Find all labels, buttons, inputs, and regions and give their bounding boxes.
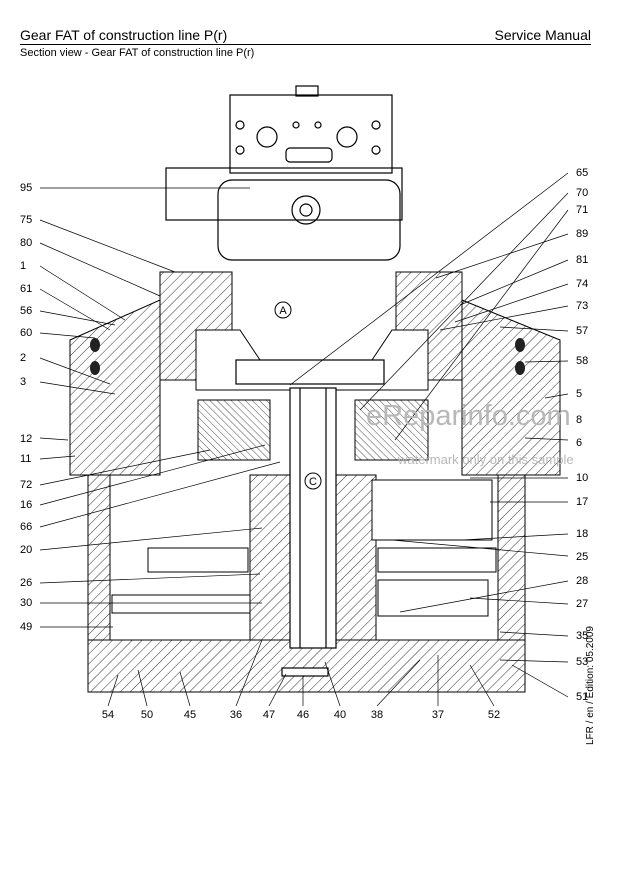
part-label: 10	[576, 472, 588, 484]
part-label: 17	[576, 496, 588, 508]
part-label: 26	[20, 577, 32, 589]
part-label: 6	[576, 437, 582, 449]
part-label: 71	[576, 204, 588, 216]
manual-name: Service Manual	[494, 27, 592, 43]
part-label: 61	[20, 283, 32, 295]
watermark-main: eReparinfo.com	[366, 400, 571, 432]
section-subtitle: Section view - Gear FAT of construction …	[20, 47, 255, 59]
left-labels: 95 75 80 1 61 56 60 2 3 12 11 72 16 66 20 26 30 49	[20, 182, 32, 633]
part-label: 81	[576, 254, 588, 266]
part-label: 72	[20, 479, 32, 491]
part-label: 16	[20, 499, 32, 511]
edition-note: LFR / en / Edition: 05.2009	[585, 626, 596, 745]
part-label: 46	[297, 709, 309, 721]
part-label: 12	[20, 433, 32, 445]
part-label: 47	[263, 709, 275, 721]
part-label: 58	[576, 355, 588, 367]
leader-lines	[39, 172, 569, 707]
central-shaft	[235, 359, 385, 677]
part-label: 52	[488, 709, 500, 721]
part-label: 5	[576, 388, 582, 400]
part-label: 2	[20, 352, 26, 364]
part-label: 38	[371, 709, 383, 721]
lower-housing	[87, 474, 526, 693]
callout-c: C	[309, 476, 317, 488]
part-label: 20	[20, 544, 32, 556]
part-label: 51	[576, 691, 588, 703]
part-label: 60	[20, 327, 32, 339]
part-label: 3	[20, 376, 26, 388]
part-label: 50	[141, 709, 153, 721]
part-label: 49	[20, 621, 32, 633]
part-label: 1	[20, 260, 26, 272]
part-label: 95	[20, 182, 32, 194]
part-label: 56	[20, 305, 32, 317]
part-label: 18	[576, 528, 588, 540]
part-label: 73	[576, 300, 588, 312]
part-label: 11	[20, 453, 31, 465]
watermark: eReparinfo.com watermark only on this sa…	[366, 400, 574, 467]
part-label: 35	[576, 630, 588, 642]
part-label: 74	[576, 278, 588, 290]
part-label: 75	[20, 214, 32, 226]
callout-a: A	[279, 305, 287, 317]
document-title: Gear FAT of construction line P(r)	[20, 27, 228, 43]
part-label: 37	[432, 709, 444, 721]
part-label: 80	[20, 237, 32, 249]
seal-rings	[90, 338, 525, 375]
part-label: 28	[576, 575, 588, 587]
bottom-labels: 54 50 45 36 47 46 40 38 37 52	[102, 709, 500, 721]
part-label: 89	[576, 228, 588, 240]
part-label: 53	[576, 656, 588, 668]
part-label: 54	[102, 709, 114, 721]
circle-callouts: A C	[274, 301, 322, 490]
part-label: 45	[184, 709, 196, 721]
watermark-sub: watermark only on this sample	[397, 452, 574, 467]
part-label: 8	[576, 414, 582, 426]
motor-block	[165, 85, 403, 261]
part-label: 25	[576, 551, 588, 563]
part-label: 27	[576, 598, 588, 610]
part-label: 57	[576, 325, 588, 337]
header-rule	[20, 44, 591, 45]
part-label: 40	[334, 709, 346, 721]
part-label: 70	[576, 187, 588, 199]
part-label: 30	[20, 597, 32, 609]
part-label: 36	[230, 709, 242, 721]
part-label: 66	[20, 521, 32, 533]
part-label: 65	[576, 167, 588, 179]
